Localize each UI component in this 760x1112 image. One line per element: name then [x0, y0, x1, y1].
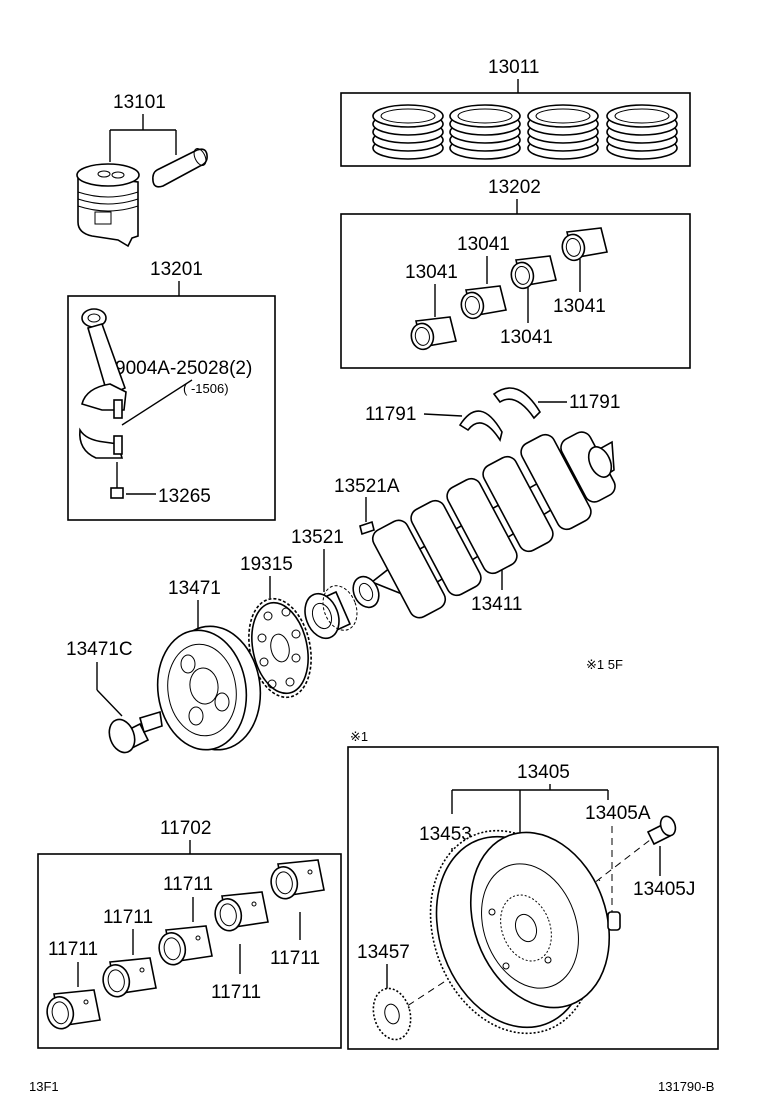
- crank-bearing-set-group: 13202 13041 13041 13041 13041: [340, 177, 691, 369]
- label-13101[interactable]: 13101: [113, 92, 166, 113]
- piston-group: 13101: [76, 92, 208, 248]
- label-13521a[interactable]: 13521A: [334, 476, 400, 497]
- connecting-rod-box: [67, 295, 276, 521]
- thrust-washer-icon: [458, 387, 542, 442]
- note-1: ※1: [350, 729, 368, 744]
- label-13471[interactable]: 13471: [168, 578, 221, 599]
- dowel-pin-icon: [607, 911, 621, 931]
- flywheel-box: [347, 746, 719, 1050]
- footer-left-code: 13F1: [29, 1079, 59, 1094]
- label-11711-d[interactable]: 11711: [270, 948, 320, 969]
- note-1-5f: ※1 5F: [586, 657, 623, 672]
- label-11711-e[interactable]: 11711: [211, 982, 261, 1003]
- piston-ring-set-group: 13011: [340, 57, 691, 167]
- label-13405a[interactable]: 13405A: [585, 803, 651, 824]
- crankshaft-icon: [352, 431, 616, 619]
- label-9004a[interactable]: 9004A-25028(2): [115, 358, 252, 379]
- footer-right-code: 131790-B: [658, 1079, 714, 1094]
- label-13453[interactable]: 13453: [419, 824, 472, 845]
- main-bearing-icon: [46, 859, 325, 1030]
- thrust-washer-group: 11791 11791: [365, 387, 620, 442]
- label-13041-b[interactable]: 13041: [405, 262, 458, 283]
- label-19315[interactable]: 19315: [240, 554, 293, 575]
- sensor-plate-group: 19315: [240, 554, 312, 699]
- label-11711-c[interactable]: 11711: [48, 939, 98, 960]
- label-13041-c[interactable]: 13041: [553, 296, 606, 317]
- crank-pulley-icon: [156, 625, 262, 751]
- label-11791-a[interactable]: 11791: [365, 404, 416, 425]
- label-13471c[interactable]: 13471C: [66, 639, 133, 660]
- label-13457[interactable]: 13457: [357, 942, 410, 963]
- piston-ring-box: [340, 92, 691, 167]
- flywheel-bolt-icon: [646, 815, 677, 846]
- flywheel-icon: [429, 829, 611, 1035]
- flywheel-group: ※1 13405 13405A 13453 13405J 13457: [347, 729, 719, 1050]
- rod-bolt-icon: [110, 462, 124, 499]
- label-13521[interactable]: 13521: [291, 527, 344, 548]
- label-13201[interactable]: 13201: [150, 259, 203, 280]
- label-13411[interactable]: 13411: [471, 594, 522, 615]
- label-13041-a[interactable]: 13041: [457, 234, 510, 255]
- label-13041-d[interactable]: 13041: [500, 327, 553, 348]
- label-13202[interactable]: 13202: [488, 177, 541, 198]
- label-13265[interactable]: 13265: [158, 486, 211, 507]
- pulley-bolt-icon: [108, 710, 163, 754]
- label-13405j[interactable]: 13405J: [633, 879, 695, 900]
- main-bearing-box: [37, 853, 342, 1049]
- label-11791-b[interactable]: 11791: [569, 392, 620, 413]
- crank-timing-gear-icon: [304, 585, 358, 640]
- crank-bearing-box: [340, 213, 691, 369]
- label-11711-a[interactable]: 11711: [163, 874, 213, 895]
- label-11702[interactable]: 11702: [160, 818, 211, 839]
- crankshaft-group: 13521A 13521 13411: [291, 431, 616, 619]
- connecting-rod-icon: [79, 308, 127, 459]
- label-13405[interactable]: 13405: [517, 762, 570, 783]
- main-bearing-group: 11702 11711 11711 11711 11711 11711: [37, 818, 342, 1049]
- piston-ring-icon: [372, 104, 678, 160]
- label-13011[interactable]: 13011: [488, 57, 539, 78]
- flywheel-spacer-icon: [372, 987, 412, 1041]
- piston-pin-icon: [152, 148, 208, 188]
- crank-bearing-icon: [410, 227, 608, 351]
- crank-pulley-group: 13471 13471C: [66, 578, 262, 754]
- label-11711-b[interactable]: 11711: [103, 907, 153, 928]
- label-9004a-range: ( -1506): [183, 381, 229, 396]
- connecting-rod-group: 13201 9004A-25028(2) ( -1506) 13265: [67, 259, 276, 521]
- crankshaft-key-icon: [359, 520, 375, 536]
- piston-icon: [76, 163, 140, 248]
